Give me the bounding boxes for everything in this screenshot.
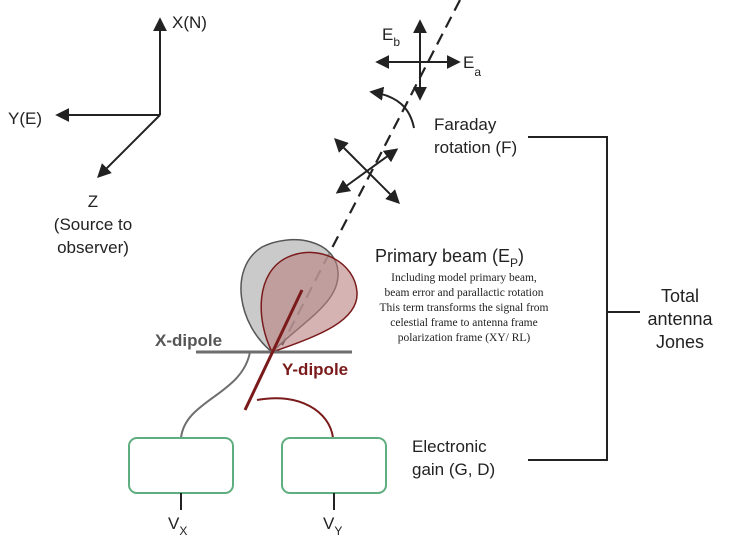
primary-beam-desc-line1: Including model primary beam, (391, 272, 537, 284)
ea-label: Ea (463, 53, 481, 79)
y-electronics-box (281, 437, 387, 494)
x-axis-label: X(N) (172, 13, 207, 32)
total-jones-line1: Total (661, 286, 699, 306)
faraday-label-line2: rotation (F) (434, 138, 517, 157)
z-axis-label: Z (88, 192, 98, 211)
primary-beam-description: Including model primary beam, beam error… (380, 272, 549, 344)
vy-label: VY (323, 514, 342, 538)
y-axis-label: Y(E) (8, 109, 42, 128)
faraday-label-line1: Faraday (434, 115, 497, 134)
primary-beam-desc-line3: This term transforms the signal from (380, 302, 549, 314)
total-jones-line2: antenna (647, 309, 713, 329)
electronic-gain-line1: Electronic (412, 437, 487, 456)
primary-beam-desc-line4: celestial frame to antenna frame (390, 317, 538, 329)
coordinate-axes: X(N) Y(E) Z (Source to observer) (8, 13, 207, 257)
x-dipole-label: X-dipole (155, 331, 222, 350)
faraday-rotation-arc (369, 86, 415, 129)
y-dipole (243, 289, 304, 411)
vx-label: VX (168, 514, 187, 538)
y-dipole-label: Y-dipole (282, 360, 348, 379)
y-feed-cable (256, 397, 334, 439)
electronic-gain-line2: gain (G, D) (412, 460, 495, 479)
total-jones-line3: Jones (656, 332, 704, 352)
primary-beam-desc-line2: beam error and parallactic rotation (384, 287, 543, 299)
field-cross-rotated (334, 138, 400, 204)
eb-label: Eb (382, 25, 400, 49)
x-feed-cable (180, 351, 251, 439)
z-axis-note-line1: (Source to (54, 215, 132, 234)
primary-beam-title: Primary beam (EP) (375, 246, 524, 270)
field-cross-top: Eb Ea (375, 19, 481, 101)
primary-beam-y-lobe (260, 251, 358, 353)
primary-beam-desc-line5: polarization frame (XY/ RL) (398, 332, 531, 344)
z-axis-arrow (97, 114, 161, 178)
total-jones-bracket (528, 136, 608, 461)
z-axis-note-line2: observer) (57, 238, 129, 257)
x-electronics-box (128, 437, 234, 494)
